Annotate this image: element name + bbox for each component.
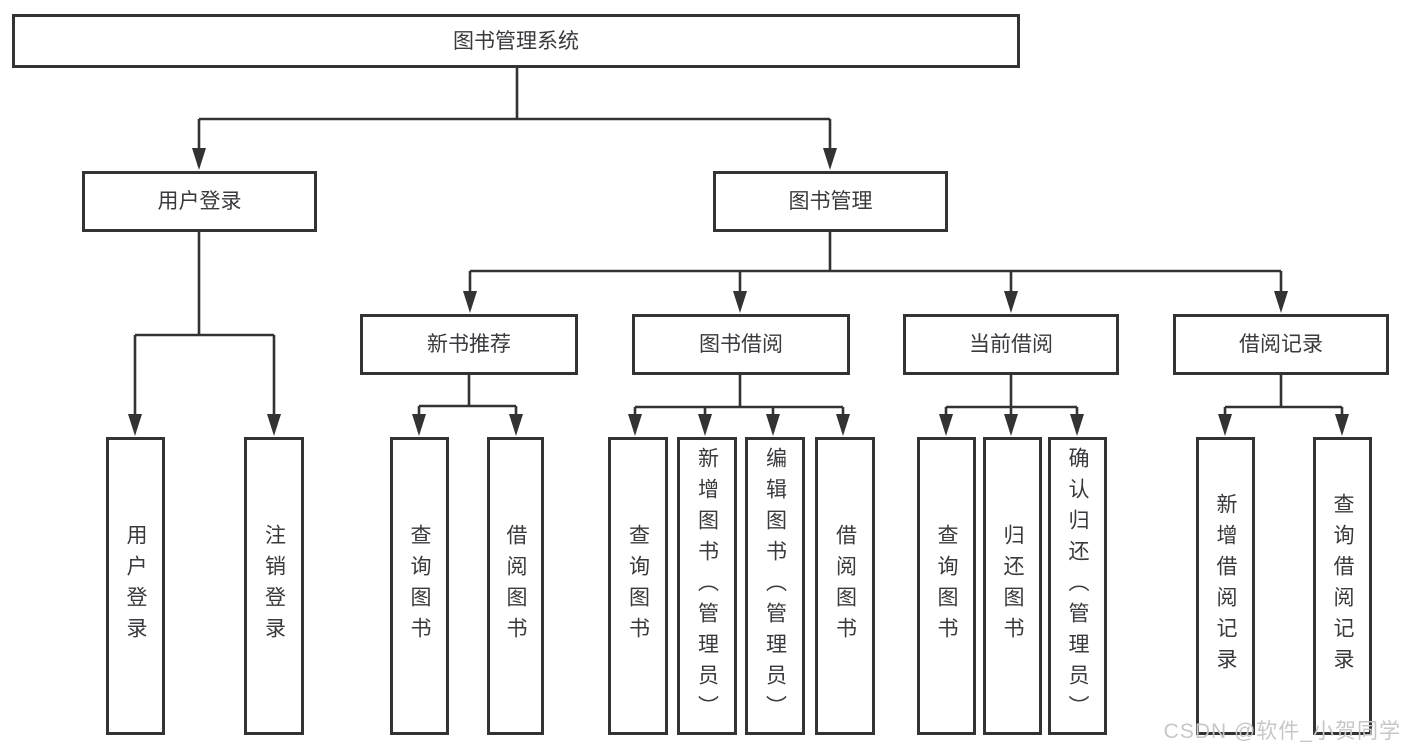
leaf-label: 确认归还（管理员）: [1066, 446, 1089, 726]
leaf-return-books: 归还图书: [983, 437, 1042, 735]
leaf-query-books-recommend: 查询图书: [390, 437, 449, 735]
leaf-label: 归还图书: [1001, 524, 1024, 648]
watermark: CSDN @软件_小贺同学: [1163, 720, 1401, 743]
node-current-borrowing: 当前借阅: [903, 314, 1119, 375]
node-book-management: 图书管理: [713, 171, 948, 232]
leaf-query-borrow-record: 查询借阅记录: [1313, 437, 1372, 735]
leaf-label: 查询图书: [408, 524, 431, 648]
node-label: 新书推荐: [427, 333, 511, 356]
leaf-query-books-borrowing: 查询图书: [608, 437, 668, 735]
node-label: 当前借阅: [969, 333, 1053, 356]
node-label: 图书管理系统: [453, 29, 579, 53]
leaf-label: 注销登录: [262, 524, 286, 648]
leaf-borrow-books-recommend: 借阅图书: [487, 437, 544, 735]
node-label: 图书借阅: [699, 333, 783, 356]
leaf-label: 用户登录: [124, 524, 147, 648]
leaf-label: 查询图书: [626, 524, 650, 648]
leaf-borrow-books: 借阅图书: [815, 437, 875, 735]
node-new-book-recommendation: 新书推荐: [360, 314, 578, 375]
node-library-system: 图书管理系统: [12, 14, 1020, 68]
leaf-query-books-current: 查询图书: [917, 437, 976, 735]
arrowhead-icons: [128, 148, 1349, 436]
leaf-label: 新增图书（管理员）: [695, 446, 719, 726]
leaf-confirm-return-admin: 确认归还（管理员）: [1048, 437, 1107, 735]
leaf-edit-books-admin: 编辑图书（管理员）: [745, 437, 805, 735]
node-label: 用户登录: [157, 190, 242, 213]
node-book-borrowing: 图书借阅: [632, 314, 850, 375]
leaf-label: 查询借阅记录: [1331, 493, 1354, 679]
leaf-label: 借阅图书: [504, 524, 527, 648]
leaf-user-login: 用户登录: [106, 437, 165, 735]
leaf-label: 编辑图书（管理员）: [763, 446, 787, 726]
node-label: 借阅记录: [1239, 333, 1323, 356]
leaf-add-books-admin: 新增图书（管理员）: [677, 437, 737, 735]
leaf-logout: 注销登录: [244, 437, 304, 735]
leaf-label: 新增借阅记录: [1214, 493, 1237, 679]
leaf-label: 查询图书: [935, 524, 958, 648]
leaf-add-borrow-record: 新增借阅记录: [1196, 437, 1255, 735]
node-label: 图书管理: [788, 190, 873, 213]
leaf-label: 借阅图书: [833, 524, 857, 648]
node-user-login: 用户登录: [82, 171, 317, 232]
node-borrowing-records: 借阅记录: [1173, 314, 1389, 375]
